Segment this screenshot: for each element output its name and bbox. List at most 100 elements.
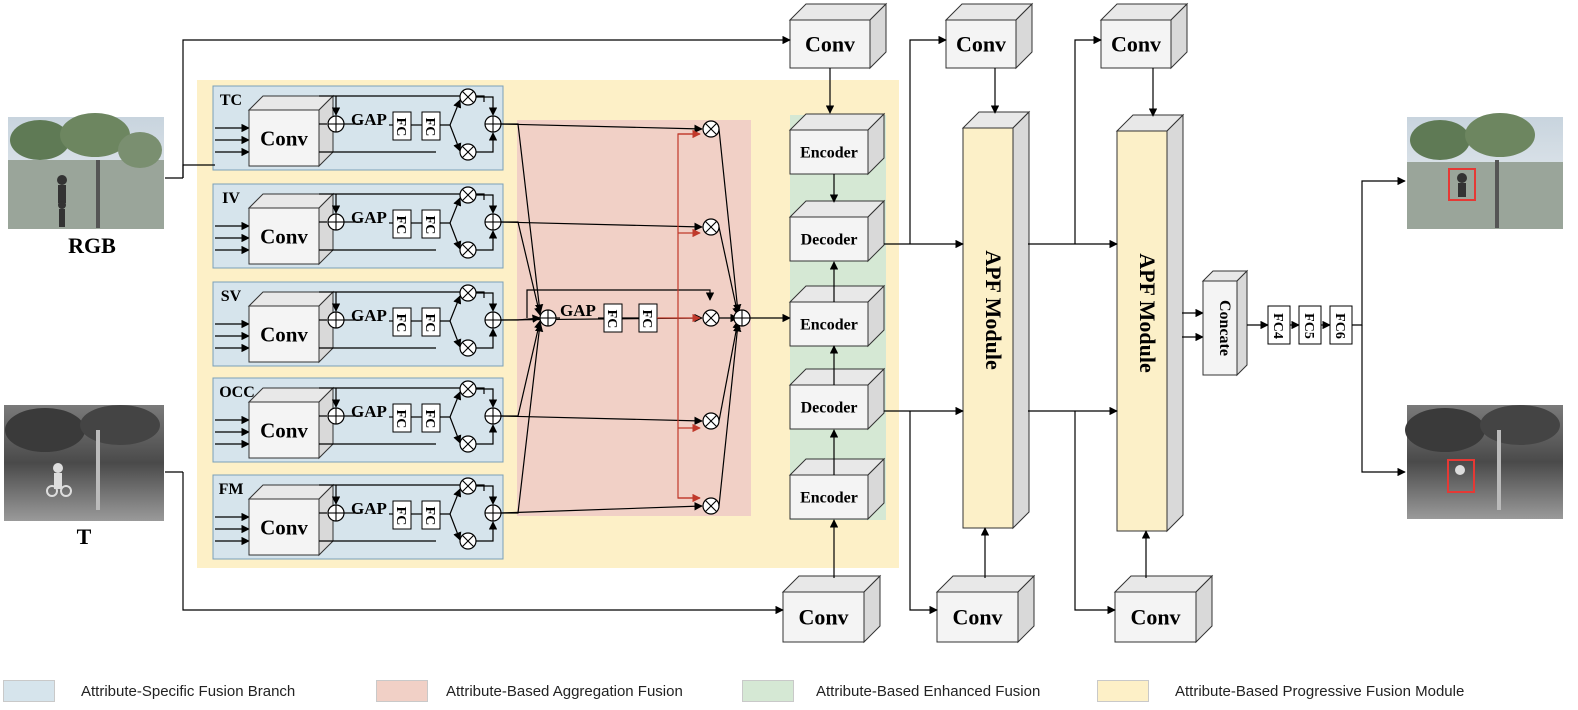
add-operator-icon (327, 407, 345, 425)
box-front (248, 109, 320, 167)
fc-box: FC (392, 111, 412, 141)
connector-arrow (449, 222, 462, 250)
legend-label: Attribute-Based Enhanced Fusion (816, 682, 1041, 700)
fc-box: FC6 (1329, 305, 1353, 345)
branch-label: IV (222, 190, 240, 207)
connector-arrow (476, 328, 498, 349)
connector-arrow (1361, 325, 1406, 477)
connector-arrow (501, 320, 543, 417)
box-front (248, 305, 320, 363)
enhanced-block-decoder: Decoder (788, 199, 886, 263)
conv-block: Conv (247, 94, 335, 168)
operator-stroke (462, 535, 474, 547)
connector-arrow (449, 416, 462, 444)
box-front (782, 591, 865, 643)
legend-item-aggregation: Attribute-Based Aggregation Fusion (376, 678, 683, 704)
fc-box: FC (603, 303, 623, 333)
box-front (945, 19, 1017, 69)
connector-arrow (909, 35, 947, 244)
fc-rect (421, 403, 441, 433)
conv-block-bottom-2: Conv (935, 574, 1036, 644)
branch-label: TC (220, 92, 242, 109)
fc-rect (421, 307, 441, 337)
add-operator-icon (484, 213, 502, 231)
fc-box: FC (638, 303, 658, 333)
enhanced-block-encoder: Encoder (788, 284, 886, 348)
box-top (1113, 575, 1214, 593)
box-top (781, 575, 882, 593)
connector-arrow (319, 291, 485, 298)
multiply-operator-icon (702, 497, 720, 515)
box-label: Conv (956, 32, 1006, 57)
box-label: Conv (952, 605, 1002, 630)
fc-box: FC (421, 403, 441, 433)
connector-arrow (476, 424, 498, 445)
add-operator-icon (539, 309, 557, 327)
conv-block-top-1: Conv (788, 2, 888, 70)
connector-arrow (476, 132, 498, 153)
connector-arrow (500, 123, 703, 134)
connector-arrow (718, 320, 741, 422)
legend-label: Attribute-Based Progressive Fusion Modul… (1175, 682, 1465, 700)
box-label: Conv (1111, 32, 1161, 57)
fc-label: FC5 (1301, 313, 1316, 339)
connector-arrow (501, 123, 544, 313)
connector-arrow (182, 164, 215, 178)
thermal-image (4, 405, 164, 521)
connector-arrow (500, 502, 703, 514)
connector-arrow (500, 415, 703, 426)
multiply-operator-icon (459, 284, 477, 302)
legend-swatch (742, 680, 794, 702)
add-operator-icon (484, 407, 502, 425)
branch-label: SV (221, 288, 242, 305)
operator-stroke (462, 438, 474, 450)
fc-box: FC (421, 307, 441, 337)
conv-block: Conv (247, 483, 335, 557)
apf-module-label: APF Module (981, 250, 1006, 370)
box-side (1012, 110, 1030, 530)
box-front (789, 301, 869, 347)
branch-label: FM (219, 481, 244, 498)
add-operator-icon (327, 213, 345, 231)
legend-label: Attribute-Based Aggregation Fusion (446, 682, 683, 700)
operator-stroke (462, 342, 474, 354)
box-front (248, 207, 320, 265)
fc-rect (392, 209, 412, 239)
fc-rect (421, 209, 441, 239)
operator-stroke (705, 312, 717, 324)
fc-box: FC (392, 209, 412, 239)
enhanced-block-encoder: Encoder (788, 112, 886, 176)
connector-arrow (500, 221, 703, 232)
legend-swatch (376, 680, 428, 702)
connector-arrow (319, 387, 485, 394)
box-label: Conv (1130, 605, 1180, 630)
connector-arrow (718, 226, 741, 316)
connector-arrow (476, 521, 498, 542)
t-label: T (77, 524, 92, 549)
box-side (1236, 269, 1248, 377)
rgb-output-image (1407, 113, 1563, 229)
multiply-operator-icon (702, 309, 720, 327)
concat-block (1201, 269, 1249, 377)
branch-tc: TC Conv GAP FC FC (212, 85, 504, 171)
aggregation-gap-label: GAP (560, 301, 596, 320)
gap-label: GAP (351, 110, 387, 129)
connector-arrow (1074, 35, 1102, 244)
connector-arrow (526, 289, 715, 318)
connector-arrow (476, 194, 498, 214)
operator-stroke (462, 91, 474, 103)
legend-item-branch: Attribute-Specific Fusion Branch (3, 678, 295, 704)
box-front (1114, 591, 1197, 643)
operator-stroke (462, 287, 474, 299)
fc-box: FC (392, 307, 412, 337)
box-front (1100, 19, 1172, 69)
connector-arrow (476, 96, 498, 116)
box-label: Encoder (800, 490, 858, 507)
fc-label: FC (422, 118, 437, 137)
connector-arrow (718, 323, 742, 507)
box-side (1166, 113, 1184, 533)
